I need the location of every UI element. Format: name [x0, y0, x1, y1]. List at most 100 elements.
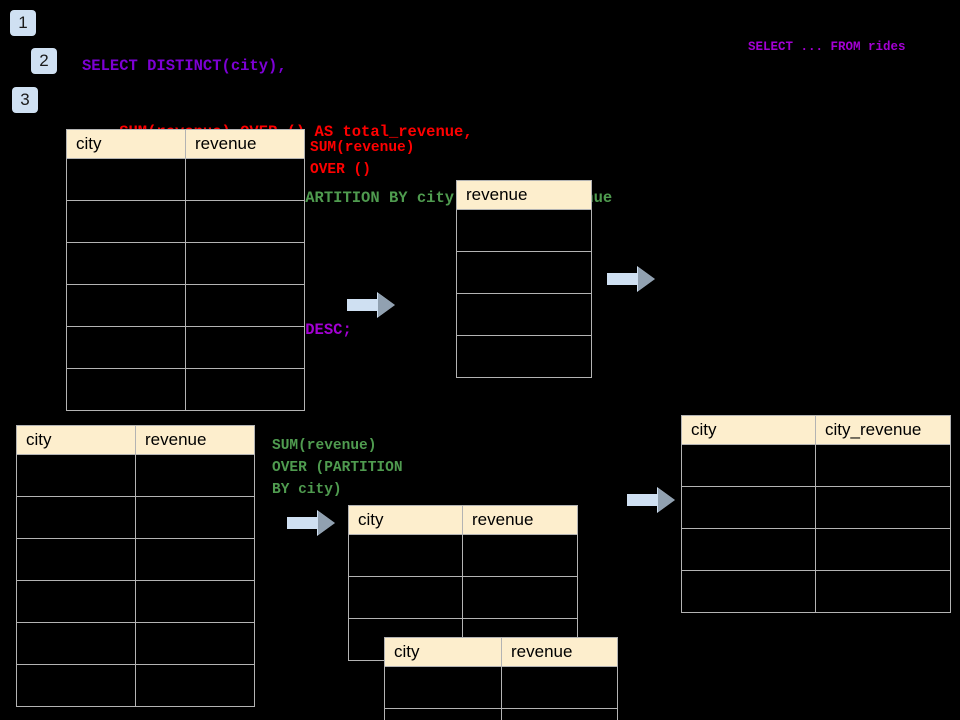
table-partition-front: city revenue	[384, 637, 618, 720]
table-row	[66, 326, 305, 369]
cell-revenue	[456, 293, 592, 336]
cell-city	[16, 664, 136, 707]
cell-revenue	[501, 708, 618, 720]
cell-revenue	[185, 368, 305, 411]
table-row	[66, 158, 305, 201]
cell-revenue	[135, 664, 255, 707]
cell-revenue	[456, 209, 592, 252]
column-header-revenue: revenue	[185, 129, 305, 159]
cell-city	[348, 576, 463, 619]
table-row	[66, 284, 305, 327]
step-badge-2: 2	[31, 48, 57, 74]
table-row	[681, 486, 951, 529]
column-header-city: city	[681, 415, 816, 445]
table-header-row: city revenue	[348, 505, 578, 535]
table-row	[66, 242, 305, 285]
cell-revenue	[135, 580, 255, 623]
table-row	[384, 666, 618, 709]
column-header-revenue: revenue	[462, 505, 578, 535]
cell-city	[16, 622, 136, 665]
column-header-city: city	[348, 505, 463, 535]
table-body	[16, 454, 255, 707]
cell-revenue	[501, 666, 618, 709]
cell-city	[66, 158, 186, 201]
cell-revenue	[462, 576, 578, 619]
table-row	[66, 200, 305, 243]
cell-city	[66, 368, 186, 411]
cell-city	[66, 242, 186, 285]
cell-revenue	[456, 335, 592, 378]
cell-revenue	[185, 200, 305, 243]
table-source-top: city revenue	[66, 129, 305, 411]
table-row	[16, 664, 255, 707]
table-source-bottom: city revenue	[16, 425, 255, 707]
table-body	[384, 666, 618, 720]
cell-revenue	[185, 158, 305, 201]
table-header-row: revenue	[456, 180, 592, 210]
table-row	[348, 576, 578, 619]
annotation-partition-window: SUM(revenue) OVER (PARTITION BY city)	[272, 438, 403, 498]
cell-city	[384, 708, 502, 720]
table-row	[16, 496, 255, 539]
table-header-row: city revenue	[384, 637, 618, 667]
column-header-revenue: revenue	[456, 180, 592, 210]
column-header-city: city	[66, 129, 186, 159]
step-badge-1: 1	[10, 10, 36, 36]
cell-city-revenue	[815, 570, 951, 613]
step-badge-3: 3	[12, 87, 38, 113]
cell-revenue	[135, 538, 255, 581]
cell-city	[16, 454, 136, 497]
table-row	[681, 570, 951, 613]
table-row	[456, 209, 592, 252]
annotation-total-window: SUM(revenue) OVER ()	[310, 140, 415, 178]
table-row	[456, 335, 592, 378]
table-total-revenue: revenue	[456, 180, 592, 378]
cell-city	[681, 570, 816, 613]
table-row	[681, 444, 951, 487]
table-body	[456, 209, 592, 378]
column-header-city: city	[16, 425, 136, 455]
cell-city	[681, 486, 816, 529]
column-header-city-revenue: city_revenue	[815, 415, 951, 445]
cell-revenue	[135, 622, 255, 665]
arrow-source-to-total	[345, 290, 397, 320]
table-body	[681, 444, 951, 613]
sql-line-select: SELECT DISTINCT(city),	[82, 57, 287, 75]
table-result: city city_revenue	[681, 415, 951, 613]
cell-city	[16, 538, 136, 581]
cell-city-revenue	[815, 486, 951, 529]
table-header-row: city revenue	[16, 425, 255, 455]
table-row	[456, 293, 592, 336]
cell-city	[681, 528, 816, 571]
cell-revenue	[185, 242, 305, 285]
cell-city-revenue	[815, 528, 951, 571]
cell-city	[348, 534, 463, 577]
cell-revenue	[185, 326, 305, 369]
column-header-city: city	[384, 637, 502, 667]
cell-city	[16, 580, 136, 623]
cell-city	[384, 666, 502, 709]
table-row	[16, 538, 255, 581]
table-row	[16, 622, 255, 665]
table-row	[66, 368, 305, 411]
cell-city	[681, 444, 816, 487]
arrow-total-to-right	[605, 264, 657, 294]
cell-revenue	[135, 454, 255, 497]
table-row	[384, 708, 618, 720]
side-note-select-from-rides: SELECT ... FROM rides	[748, 40, 906, 54]
arrow-partition-to-result	[625, 485, 677, 515]
table-row	[456, 251, 592, 294]
cell-revenue	[462, 534, 578, 577]
table-row	[348, 534, 578, 577]
table-body	[66, 158, 305, 411]
table-row	[16, 580, 255, 623]
cell-city	[66, 326, 186, 369]
cell-revenue	[135, 496, 255, 539]
arrow-source-to-partition	[285, 508, 337, 538]
cell-city-revenue	[815, 444, 951, 487]
cell-city	[16, 496, 136, 539]
cell-revenue	[456, 251, 592, 294]
table-header-row: city city_revenue	[681, 415, 951, 445]
column-header-revenue: revenue	[501, 637, 618, 667]
